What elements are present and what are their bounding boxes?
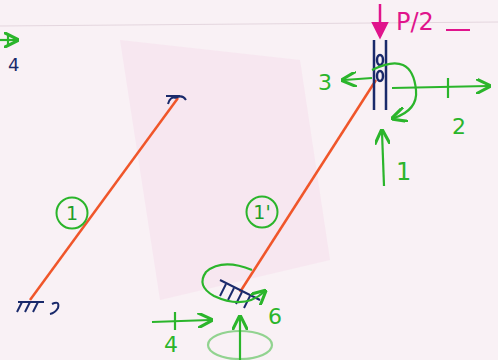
dof-number: 2 [452,116,466,138]
load-label: P/2 [396,10,434,34]
member-line [240,80,376,292]
dof-number: 6 [268,306,282,328]
fixed-support [220,280,260,308]
dof-arrows [0,34,488,360]
load-arrow [379,4,382,36]
load-mark [446,29,470,31]
member-line [30,98,178,300]
member-number: 1' [253,201,270,223]
fixed-support [17,302,58,314]
member-number-circle: 1 [55,196,89,230]
roller-support [374,40,386,110]
paper-tint [120,40,330,300]
dof-number: 4 [164,334,178,356]
member-number: 1 [66,202,78,224]
dof-number: 4 [8,56,19,74]
hinge-symbol [166,96,186,104]
dof-number: 1 [396,160,411,184]
dof-number: 3 [318,72,332,94]
member-number-circle: 1' [245,195,279,229]
